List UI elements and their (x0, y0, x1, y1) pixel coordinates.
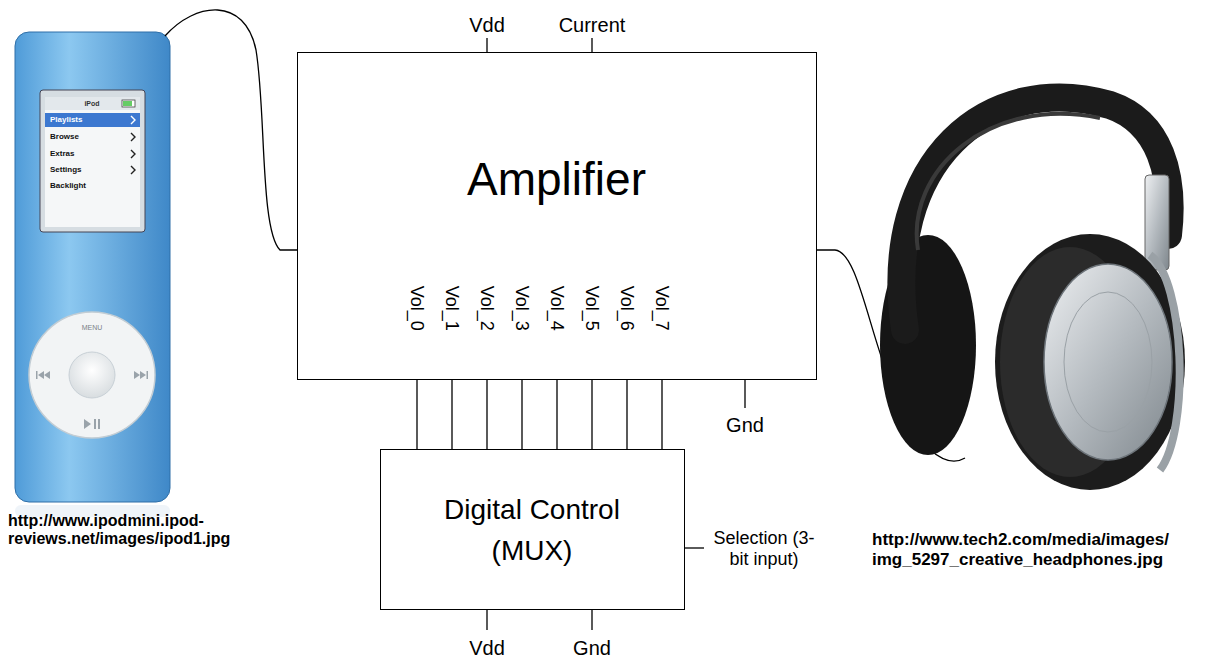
menu-item: Backlight (50, 181, 86, 190)
volume-pin: Vol_1 (442, 285, 463, 330)
control-wire (451, 380, 452, 449)
source-url: http://www.tech2.com/media/images/img_52… (872, 530, 1172, 569)
menu-item: Browse (50, 132, 79, 141)
headphones-picture (880, 98, 1185, 490)
control-wire (626, 380, 627, 449)
wheel-label: MENU (82, 324, 103, 332)
mux-box: Digital Control (MUX) (380, 449, 685, 610)
ground-pin: Gnd (573, 637, 611, 660)
control-wire (416, 380, 417, 449)
volume-pin: Vol_0 (407, 285, 428, 330)
volume-pin: Vol_5 (582, 285, 603, 330)
control-wire (591, 380, 592, 449)
selection-input: Selection (3-bit input) (708, 528, 820, 569)
control-wire (556, 380, 557, 449)
amplifier-box: Amplifier (297, 52, 817, 380)
screen-title: iPod (84, 100, 99, 108)
volume-pin: Vol_6 (617, 285, 638, 330)
control-wire (661, 380, 662, 449)
menu-item: Extras (50, 149, 74, 158)
volume-pin: Vol_3 (512, 285, 533, 330)
source-url: http://www.ipodmini.ipod-reviews.net/ima… (8, 512, 308, 549)
audio-cable (165, 10, 297, 250)
supply-pin: Vdd (469, 637, 505, 660)
control-wire (521, 380, 522, 449)
ipod-picture (15, 32, 170, 517)
bias-pin: Current (559, 14, 626, 37)
control-wire (486, 380, 487, 449)
volume-pin: Vol_2 (477, 285, 498, 330)
supply-pin: Vdd (469, 14, 505, 37)
menu-item: Settings (50, 165, 82, 174)
box-title: Amplifier (317, 146, 797, 213)
menu-item: Playlists (50, 115, 82, 124)
volume-pin: Vol_4 (547, 285, 568, 330)
ground-pin: Gnd (726, 414, 764, 437)
volume-pin: Vol_7 (652, 285, 673, 330)
box-title: Digital Control (MUX) (422, 490, 642, 571)
